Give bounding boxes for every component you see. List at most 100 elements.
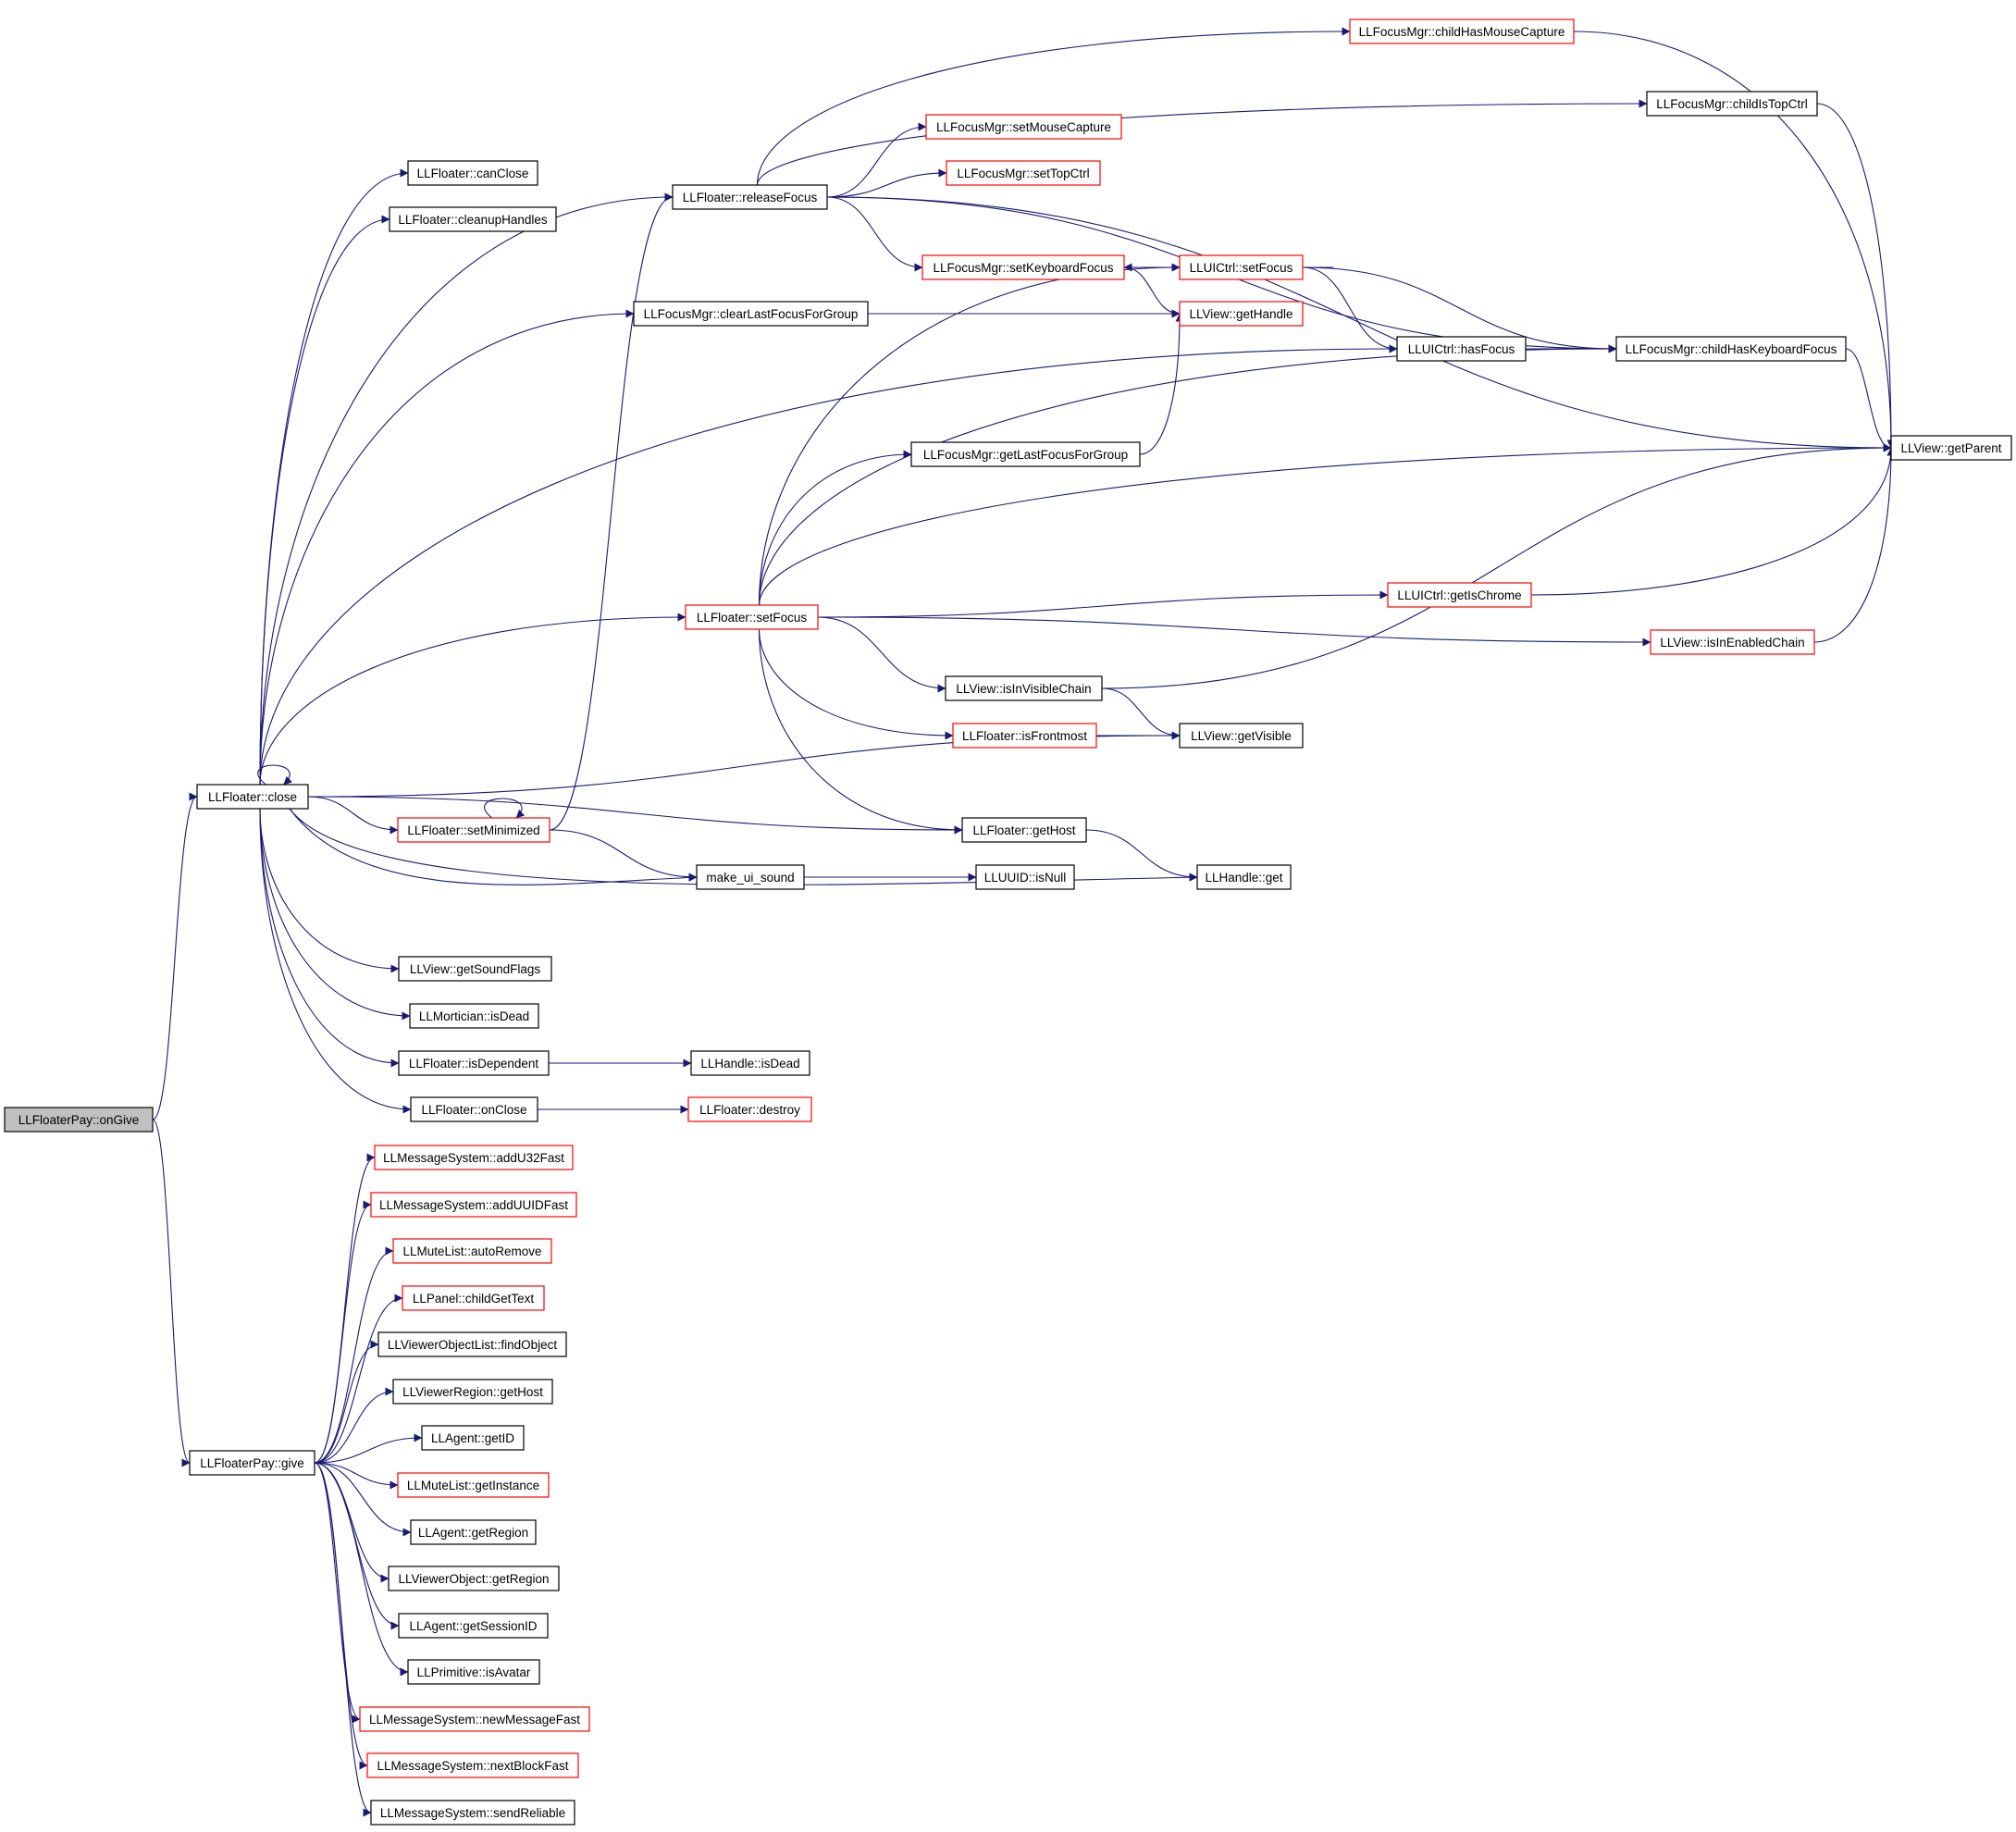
node-makeUiSound[interactable]: make_ui_sound [696,864,805,890]
node-box [687,1096,812,1122]
edge-isInVisibleChain-to-getVisible [1101,687,1181,740]
node-box [1349,19,1575,44]
node-isFrontmost[interactable]: LLFloater::isFrontmost [952,723,1097,749]
edge-releaseFocus-to-setMouseCapture [826,122,927,198]
node-addU32Fast[interactable]: LLMessageSystem::addU32Fast [374,1145,574,1170]
node-cleanupHandles[interactable]: LLFloater::cleanupHandles [389,206,557,232]
node-getVisible[interactable]: LLView::getVisible [1179,723,1304,749]
node-handleIsDead[interactable]: LLHandle::isDead [690,1050,810,1076]
node-isDeadMort[interactable]: LLMortician::isDead [409,1003,539,1029]
node-box [359,1706,590,1732]
node-autoRemove[interactable]: LLMuteList::autoRemove [392,1238,552,1264]
node-box [921,254,1125,280]
node-findObject[interactable]: LLViewerObjectList::findObject [377,1331,567,1357]
node-childHasMouseCapture[interactable]: LLFocusMgr::childHasMouseCapture [1349,19,1575,44]
node-box [633,301,869,327]
node-nextBlockFast[interactable]: LLMessageSystem::nextBlockFast [366,1752,579,1778]
edge-close-to-setMinimized [307,796,399,835]
edge-setKeyboardFocus-to-getHandle [1123,266,1181,318]
node-handleGet[interactable]: LLHandle::get [1196,864,1292,890]
edge-close-to-hasFocus [259,344,1398,786]
node-box [1615,336,1847,362]
node-box [925,114,1122,140]
edge-close-to-releaseFocus [259,192,674,786]
node-box [946,160,1101,186]
edge-close-to-canClose [259,168,409,786]
node-box [397,817,550,843]
node-setTopCtrl[interactable]: LLFocusMgr::setTopCtrl [946,160,1101,186]
node-uuidIsNull[interactable]: LLUUID::isNull [975,864,1075,890]
node-box [389,206,557,232]
edge-releaseFocus-to-setTopCtrl [826,168,947,198]
node-childHasKeyboardFocus[interactable]: LLFocusMgr::childHasKeyboardFocus [1615,336,1847,362]
node-isAvatar[interactable]: LLPrimitive::isAvatar [407,1659,540,1685]
node-box [398,1050,550,1076]
node-isInEnabledChain[interactable]: LLView::isInEnabledChain [1650,629,1815,655]
node-box [696,864,805,890]
node-releaseFocus[interactable]: LLFloater::releaseFocus [672,184,828,210]
node-label: LLViewerRegion::getHost [402,1385,543,1399]
node-label: LLUUID::isNull [984,871,1067,885]
node-setKeyboardFocus[interactable]: LLFocusMgr::setKeyboardFocus [921,254,1125,280]
edge-give-to-getInstance [314,1462,399,1490]
edge-isInVisibleChain-to-getParent [1101,443,1892,689]
node-getHost[interactable]: LLFloater::getHost [961,817,1087,843]
node-getID[interactable]: LLAgent::getID [421,1425,525,1451]
node-isInVisibleChain[interactable]: LLView::isInVisibleChain [945,675,1103,701]
node-getIsChrome[interactable]: LLUICtrl::getIsChrome [1387,582,1532,608]
node-getHandle[interactable]: LLView::getHandle [1179,301,1304,327]
node-label: LLFloater::destroy [699,1103,800,1117]
edge-setFocus-to-getIsChrome [817,590,1389,618]
node-canClose[interactable]: LLFloater::canClose [407,160,538,186]
node-box [398,1613,549,1639]
node-isDependent[interactable]: LLFloater::isDependent [398,1050,550,1076]
node-box [196,784,309,810]
node-give[interactable]: LLFloaterPay::give [189,1450,315,1476]
node-label: LLAgent::getSessionID [409,1619,537,1633]
edge-close-to-isDeadMort [259,808,411,1021]
node-destroy[interactable]: LLFloater::destroy [687,1096,812,1122]
edge-setFocus-to-getHost [758,628,963,835]
node-childGetText[interactable]: LLPanel::childGetText [402,1285,545,1311]
edge-close-to-makeUiSound [289,808,698,885]
node-getParent[interactable]: LLView::getParent [1890,435,2012,461]
node-label: LLFocusMgr::clearLastFocusForGroup [644,307,859,321]
node-onClose[interactable]: LLFloater::onClose [410,1096,538,1122]
node-box [407,160,538,186]
node-label: LLAgent::getID [431,1431,514,1445]
node-getLastFocus[interactable]: LLFocusMgr::getLastFocusForGroup [910,441,1141,467]
edge-releaseFocus-to-setKeyboardFocus [826,196,923,272]
node-box [189,1450,315,1476]
node-getSessionID[interactable]: LLAgent::getSessionID [398,1613,549,1639]
node-uiSetFocus[interactable]: LLUICtrl::setFocus [1179,254,1304,280]
node-box [374,1145,574,1170]
node-label: LLFocusMgr::setKeyboardFocus [933,261,1113,275]
edge-close-to-onClose [259,808,412,1114]
node-setMinimized[interactable]: LLFloater::setMinimized [397,817,550,843]
node-label: LLFloater::getHost [972,823,1075,837]
node-sendReliable[interactable]: LLMessageSystem::sendReliable [370,1800,575,1826]
node-objGetRegion[interactable]: LLViewerObject::getRegion [388,1566,560,1591]
node-label: LLFocusMgr::setTopCtrl [957,167,1089,180]
node-label: LLMessageSystem::newMessageFast [369,1713,580,1727]
node-addUUIDFast[interactable]: LLMessageSystem::addUUIDFast [370,1192,577,1218]
node-agentGetRegion[interactable]: LLAgent::getRegion [410,1519,537,1545]
node-label: LLMortician::isDead [419,1009,529,1023]
edge-give-to-agentGetRegion [314,1462,412,1537]
edge-setFocus-to-childHasKeyboardFocus [758,344,1617,606]
node-onGive[interactable]: LLFloaterPay::onGive [4,1107,154,1133]
node-getSoundFlags[interactable]: LLView::getSoundFlags [398,956,552,982]
node-childIsTopCtrl[interactable]: LLFocusMgr::childIsTopCtrl [1646,91,1818,117]
node-hasFocus[interactable]: LLUICtrl::hasFocus [1396,336,1527,362]
node-setFocus[interactable]: LLFloater::setFocus [685,604,819,630]
node-box [910,441,1141,467]
node-setMouseCapture[interactable]: LLFocusMgr::setMouseCapture [925,114,1122,140]
node-newMessageFast[interactable]: LLMessageSystem::newMessageFast [359,1706,590,1732]
node-clearLastFocus[interactable]: LLFocusMgr::clearLastFocusForGroup [633,301,869,327]
node-label: LLFloater::setMinimized [407,823,539,837]
node-close[interactable]: LLFloater::close [196,784,309,810]
edge-give-to-isAvatar [314,1462,409,1677]
node-getInstance[interactable]: LLMuteList::getInstance [397,1472,550,1498]
node-regionGetHost[interactable]: LLViewerRegion::getHost [392,1379,553,1405]
node-label: LLMuteList::getInstance [407,1479,539,1492]
